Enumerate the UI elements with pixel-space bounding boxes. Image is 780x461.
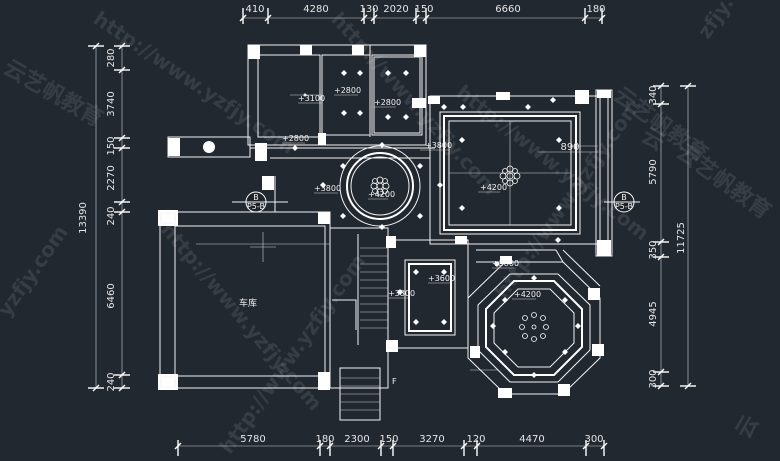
elevation-label: +3600 (428, 274, 455, 283)
watermark-url: http://www.yzfjy.com (89, 6, 299, 159)
dim-label: 6660 (495, 4, 520, 15)
watermark-url: zfjy.com (692, 0, 765, 43)
section-mark-left: B P5-B (232, 191, 288, 213)
elevation-label: +3800 (492, 259, 519, 268)
elevation-label: +2800 (374, 98, 401, 107)
dim-label: 300 (648, 369, 659, 388)
dim-label: 340 (648, 85, 659, 104)
watermark-text: 云 (732, 411, 765, 443)
elevation-label: +2800 (334, 86, 361, 95)
living-room-ceiling (428, 89, 613, 257)
section-sheet: P5-B (247, 202, 265, 211)
dim-label: 4945 (648, 301, 659, 326)
dim-label: 4470 (519, 434, 544, 445)
watermark-text: 云艺帆教育 (671, 139, 775, 225)
upper-rooms (247, 44, 556, 161)
dim-label: 150 (379, 434, 398, 445)
dim-total-label: 13390 (78, 202, 89, 234)
elevation-label: +3100 (298, 94, 325, 103)
watermark-url: http://www.yzfjy.com (214, 250, 370, 458)
section-letter: B (253, 193, 259, 202)
small-room-ceiling (386, 236, 498, 371)
dim-label: 2020 (383, 4, 408, 15)
dim-label: 3270 (419, 434, 444, 445)
dim-label: 150 (106, 136, 117, 155)
watermark-text: 云艺帆教育 (0, 55, 107, 133)
central-hall (250, 142, 443, 230)
section-sheet: P5-B (615, 202, 633, 211)
dim-label: 180 (586, 4, 605, 15)
bottom-dimension-chain: 5780 180 2300 150 3270 120 4470 300 (174, 434, 608, 456)
dim-label: 180 (315, 434, 334, 445)
elevation-label: +3800 (425, 141, 452, 150)
dim-label: 3740 (106, 91, 117, 116)
room-label: 车库 (239, 297, 257, 309)
dim-label: 130 (359, 4, 378, 15)
top-dimension-chain: 410 4280 130 2020 150 6660 180 (239, 4, 606, 24)
dim-total-label: 11725 (676, 222, 687, 254)
interior-dimension: 890 (538, 142, 598, 153)
section-letter: B (621, 193, 627, 202)
dim-label: 5780 (240, 434, 265, 445)
stair-mark: F (392, 377, 397, 386)
dim-label: 5790 (648, 159, 659, 184)
entrance-porch (167, 136, 251, 158)
staircase: F (318, 227, 398, 421)
dim-label: 120 (466, 434, 485, 445)
dim-label: 150 (414, 4, 433, 15)
elevation-label: +4200 (480, 183, 507, 192)
dim-label: 6460 (106, 283, 117, 308)
watermark-url: http://www.yzfjy.com (156, 218, 327, 415)
dim-label: 4280 (303, 4, 328, 15)
elevation-label: +4200 (368, 190, 395, 199)
elevation-label: +4200 (514, 290, 541, 299)
dim-label: 350 (648, 240, 659, 259)
elevation-label: +3800 (314, 184, 341, 193)
dim-label: 2270 (106, 165, 117, 190)
section-mark-right: B P5-B (604, 191, 640, 213)
dim-label: 240 (106, 206, 117, 225)
dim-label: 300 (584, 434, 603, 445)
dim-label: 240 (106, 372, 117, 391)
right-dimension-chain: 340 5790 350 4945 300 11725 (648, 82, 696, 390)
watermark-url: yzfjy.com (0, 221, 73, 321)
dim-label: 2300 (344, 434, 369, 445)
elevation-label: +3800 (388, 289, 415, 298)
dim-label: 280 (106, 48, 117, 67)
dim-label: 410 (245, 4, 264, 15)
left-dimension-chain: 280 3740 150 2270 240 6460 240 13390 (78, 42, 130, 392)
elevation-label: +2800 (282, 134, 309, 143)
elevation-labels: +3100 +2800 +2800 +2800 +3800 +3800 +420… (282, 86, 541, 300)
dim-label: 890 (560, 142, 579, 153)
octagonal-room (467, 249, 604, 398)
